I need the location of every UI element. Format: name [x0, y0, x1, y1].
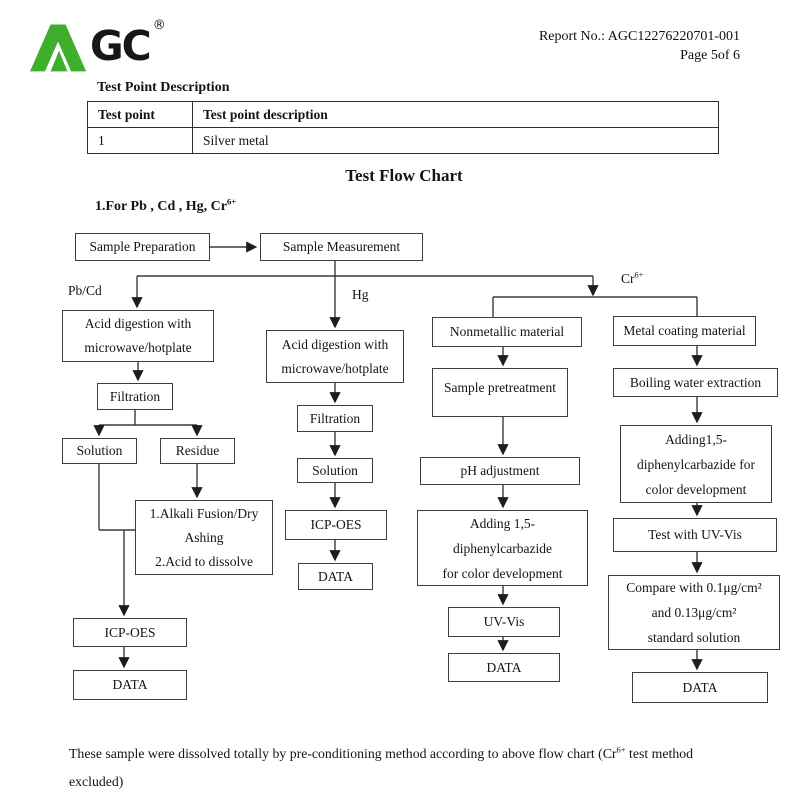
- box-line: Ashing: [184, 529, 224, 545]
- box-line: pH adjustment: [460, 463, 540, 478]
- flow-box-residue: Residue: [160, 438, 235, 464]
- flow-box-filtration-hg: Filtration: [297, 405, 373, 432]
- flow-box-data-nonmetallic: DATA: [448, 653, 560, 682]
- box-line: 2.Acid to dissolve: [155, 553, 253, 569]
- agc-logo-letters: GC: [90, 22, 152, 70]
- flow-box-acid-digestion-hg: Acid digestion with microwave/hotplate: [266, 330, 404, 383]
- flow-box-ph-adjustment: pH adjustment: [420, 457, 580, 485]
- flow-box-acid-digestion-pbcd: Acid digestion with microwave/hotplate: [62, 310, 214, 362]
- box-line: Solution: [312, 462, 358, 478]
- flow-box-sample-preparation: Sample Preparation: [75, 233, 210, 261]
- report-number: Report No.: AGC12276220701-001: [538, 29, 740, 44]
- box-line: Filtration: [109, 388, 161, 404]
- cr-label-text: Cr: [621, 271, 635, 286]
- flow-box-sample-pretreatment: Sample pretreatment: [432, 368, 568, 417]
- footnote: These sample were dissolved totally by p…: [69, 740, 759, 796]
- flow-box-icp-oes-pbcd: ICP-OES: [73, 618, 187, 647]
- branch-label-hg: Hg: [352, 287, 369, 302]
- flow-box-uv-vis: UV-Vis: [448, 607, 560, 637]
- flow-box-alkali-fusion: 1.Alkali Fusion/Dry Ashing 2.Acid to dis…: [135, 500, 273, 575]
- footnote-text: test method: [625, 746, 694, 761]
- footnote-text: These sample were dissolved totally by p…: [69, 746, 617, 761]
- flow-box-icp-oes-hg: ICP-OES: [285, 510, 387, 540]
- box-line: DATA: [486, 659, 522, 675]
- box-line: Filtration: [309, 410, 361, 426]
- test-point-table: Test point Test point description 1 Silv…: [87, 101, 719, 154]
- flow-box-sample-measurement: Sample Measurement: [260, 233, 423, 261]
- footnote-superscript: 6+: [616, 744, 626, 755]
- box-line: Nonmetallic material: [449, 324, 565, 339]
- flow-box-solution-pbcd: Solution: [62, 438, 137, 464]
- box-line: standard solution: [647, 630, 741, 645]
- box-line: microwave/hotplate: [84, 340, 192, 355]
- box-line: Metal coating material: [623, 323, 746, 338]
- box-line: and 0.13μg/cm²: [651, 605, 737, 620]
- agc-logo: GC ®: [30, 18, 166, 73]
- box-line: DATA: [682, 679, 718, 695]
- subtitle-superscript: 6+: [226, 196, 237, 207]
- table-header-row: Test point Test point description: [87, 101, 719, 128]
- branch-label-cr6: Cr6+: [621, 271, 643, 287]
- cell-description: Silver metal: [192, 127, 719, 154]
- flow-box-test-with-uv-vis: Test with UV-Vis: [613, 518, 777, 552]
- page-number: Page 5of 6: [680, 48, 740, 63]
- branch-label-pbcd: Pb/Cd: [68, 283, 102, 298]
- flow-box-filtration-pbcd: Filtration: [97, 383, 173, 410]
- box-line: DATA: [112, 677, 148, 692]
- box-line: diphenylcarbazide: [453, 540, 552, 556]
- cr-label-superscript: 6+: [634, 270, 644, 280]
- report-meta: Report No.: AGC12276220701-001 Page 5of …: [539, 27, 740, 65]
- box-line: ICP-OES: [104, 624, 156, 640]
- subtitle-text: 1.For Pb , Cd , Hg, Cr: [95, 199, 227, 214]
- box-line: Sample Measurement: [282, 239, 401, 254]
- flow-box-adding-diphenylcarbazide-nonmetallic: Adding 1,5- diphenylcarbazide for color …: [417, 510, 588, 586]
- box-line: microwave/hotplate: [281, 360, 389, 376]
- flow-chart-subtitle: 1.For Pb , Cd , Hg, Cr6+: [95, 196, 237, 215]
- box-line: Test with UV-Vis: [648, 527, 742, 542]
- footnote-text: excluded): [69, 774, 124, 789]
- col-header-description: Test point description: [192, 101, 719, 128]
- box-line: Residue: [175, 443, 220, 458]
- box-line: ICP-OES: [310, 517, 362, 532]
- box-line: Compare with 0.1μg/cm²: [626, 580, 762, 595]
- flow-box-adding-diphenylcarbazide-metal: Adding1,5- diphenylcarbazide for color d…: [620, 425, 772, 503]
- box-line: for color development: [442, 565, 563, 581]
- table-title: Test Point Description: [97, 80, 230, 95]
- box-line: Acid digestion with: [84, 316, 192, 331]
- col-header-test-point: Test point: [87, 101, 193, 128]
- table-row: 1 Silver metal: [87, 127, 719, 154]
- box-line: 1.Alkali Fusion/Dry: [149, 505, 259, 521]
- flow-box-data-pbcd: DATA: [73, 670, 187, 700]
- box-line: color development: [645, 481, 747, 497]
- flow-box-boiling-water-extraction: Boiling water extraction: [613, 368, 778, 397]
- flow-box-data-metal: DATA: [632, 672, 768, 703]
- box-line: diphenylcarbazide for: [636, 456, 756, 472]
- flow-box-solution-hg: Solution: [297, 458, 373, 483]
- cell-test-point: 1: [87, 127, 193, 154]
- box-line: DATA: [318, 568, 353, 584]
- box-line: Sample Preparation: [89, 239, 196, 254]
- flow-box-metal-coating-material: Metal coating material: [613, 316, 756, 346]
- box-line: Acid digestion with: [281, 336, 389, 352]
- flow-box-compare-standard-solution: Compare with 0.1μg/cm² and 0.13μg/cm² st…: [608, 575, 780, 650]
- flow-box-data-hg: DATA: [298, 563, 373, 590]
- box-line: Solution: [76, 443, 123, 458]
- box-line: Boiling water extraction: [629, 374, 762, 390]
- box-line: Adding1,5-: [665, 431, 727, 447]
- box-line: UV-Vis: [483, 614, 525, 629]
- box-line: Sample pretreatment: [443, 380, 557, 395]
- flow-chart-title: Test Flow Chart: [345, 166, 463, 185]
- registered-trademark-icon: ®: [152, 18, 166, 33]
- box-line: Adding 1,5-: [469, 515, 536, 531]
- flow-box-nonmetallic-material: Nonmetallic material: [432, 317, 582, 347]
- agc-logo-a-icon: [30, 24, 87, 72]
